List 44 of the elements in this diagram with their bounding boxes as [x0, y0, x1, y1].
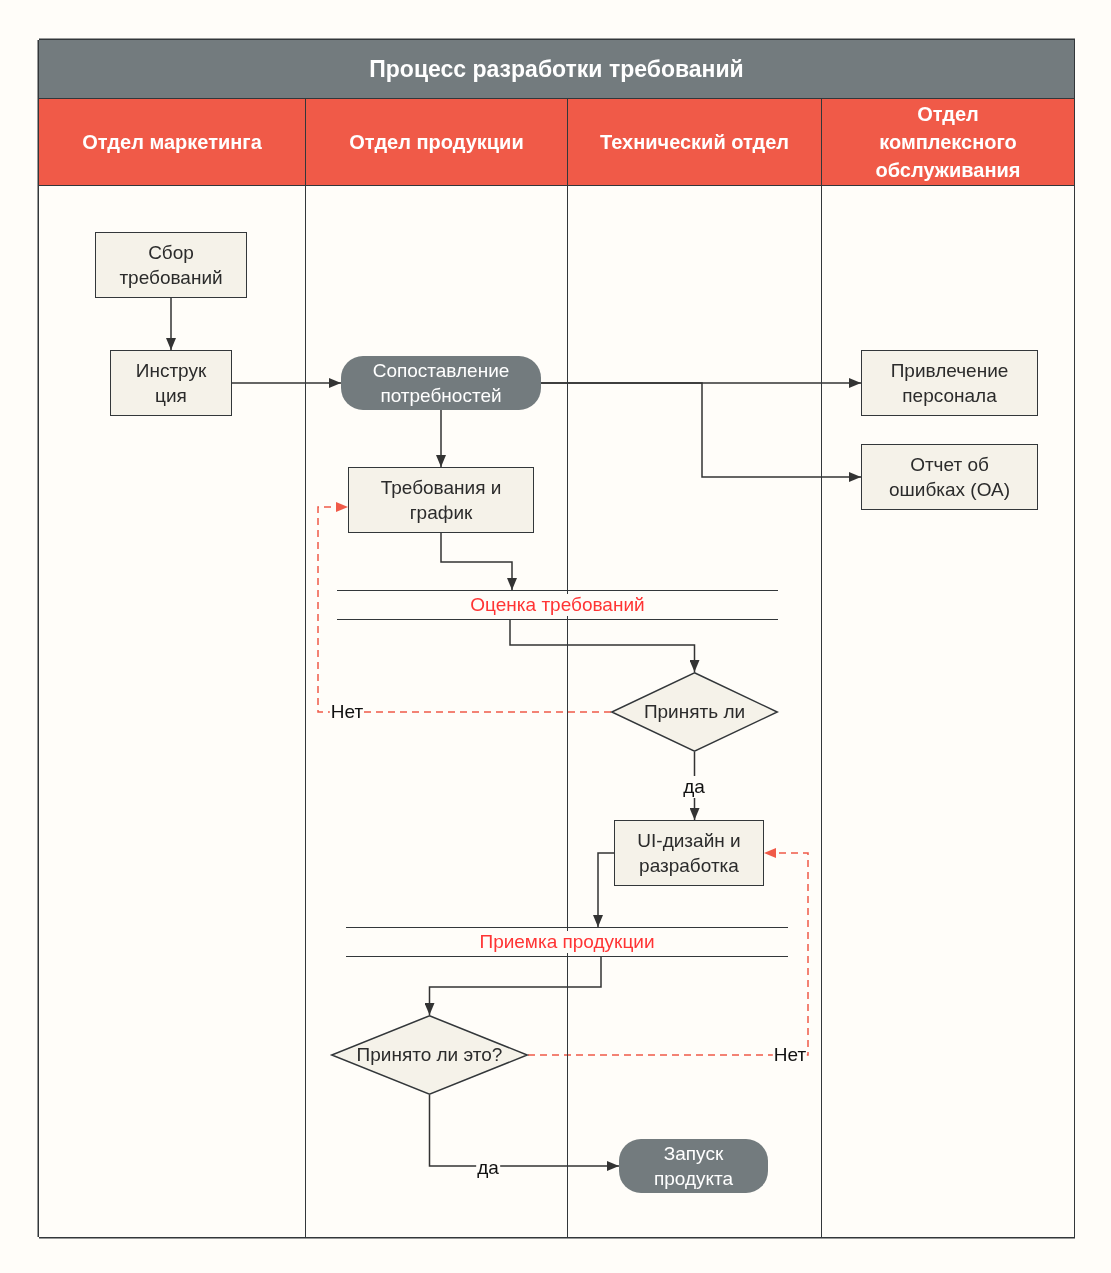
process-box — [614, 820, 764, 886]
lane-header: Отдел комплексного обслуживания — [822, 99, 1074, 186]
process-band — [337, 590, 778, 620]
process-box — [95, 232, 247, 298]
swimlane-pool — [39, 40, 1075, 1237]
box-label: Отчет об ошибках (ОА) — [887, 453, 1012, 502]
arrow — [436, 409, 446, 468]
process-box — [110, 350, 232, 416]
arrow — [540, 382, 862, 482]
process-band — [346, 927, 788, 957]
arrow — [509, 619, 700, 673]
process-box — [861, 350, 1038, 416]
lane-header: Отдел маркетинга — [39, 99, 305, 186]
arrow — [593, 852, 615, 928]
decision-label: Принять ли — [643, 700, 746, 724]
decision-diamond — [611, 672, 778, 752]
arrow — [231, 378, 342, 388]
swimlane — [822, 99, 1075, 1237]
process-box — [861, 444, 1038, 510]
process-box — [348, 467, 534, 533]
decision-label: Принято ли это? — [356, 1043, 503, 1067]
arrow — [424, 956, 602, 1016]
box-label: Сбор требований — [118, 241, 224, 290]
lane-header: Отдел продукции — [306, 99, 567, 186]
swimlane — [39, 99, 306, 1237]
arrow — [428, 1094, 620, 1171]
terminator-pill — [341, 356, 541, 410]
box-label: Запуск продукта — [652, 1142, 735, 1191]
box-label: Инструк ция — [134, 359, 208, 408]
dashed-arrow — [317, 502, 612, 713]
pool-title: Процесс разработки требований — [39, 40, 1075, 99]
terminator-pill — [619, 1139, 768, 1193]
lane-header: Технический отдел — [568, 99, 821, 186]
arrow — [689, 751, 700, 821]
box-label: Привлечение персонала — [889, 359, 1010, 408]
decision-diamond — [331, 1015, 528, 1095]
dashed-arrow — [527, 848, 809, 1056]
box-label: Сопоставление потребностей — [371, 359, 511, 408]
edge-label: да — [682, 776, 706, 798]
band-label: Оценка требований — [468, 594, 647, 616]
arrow — [166, 297, 176, 351]
arrow — [440, 532, 517, 591]
box-label: UI-дизайн и разработка — [636, 829, 742, 878]
box-label: Требования и график — [379, 476, 503, 525]
